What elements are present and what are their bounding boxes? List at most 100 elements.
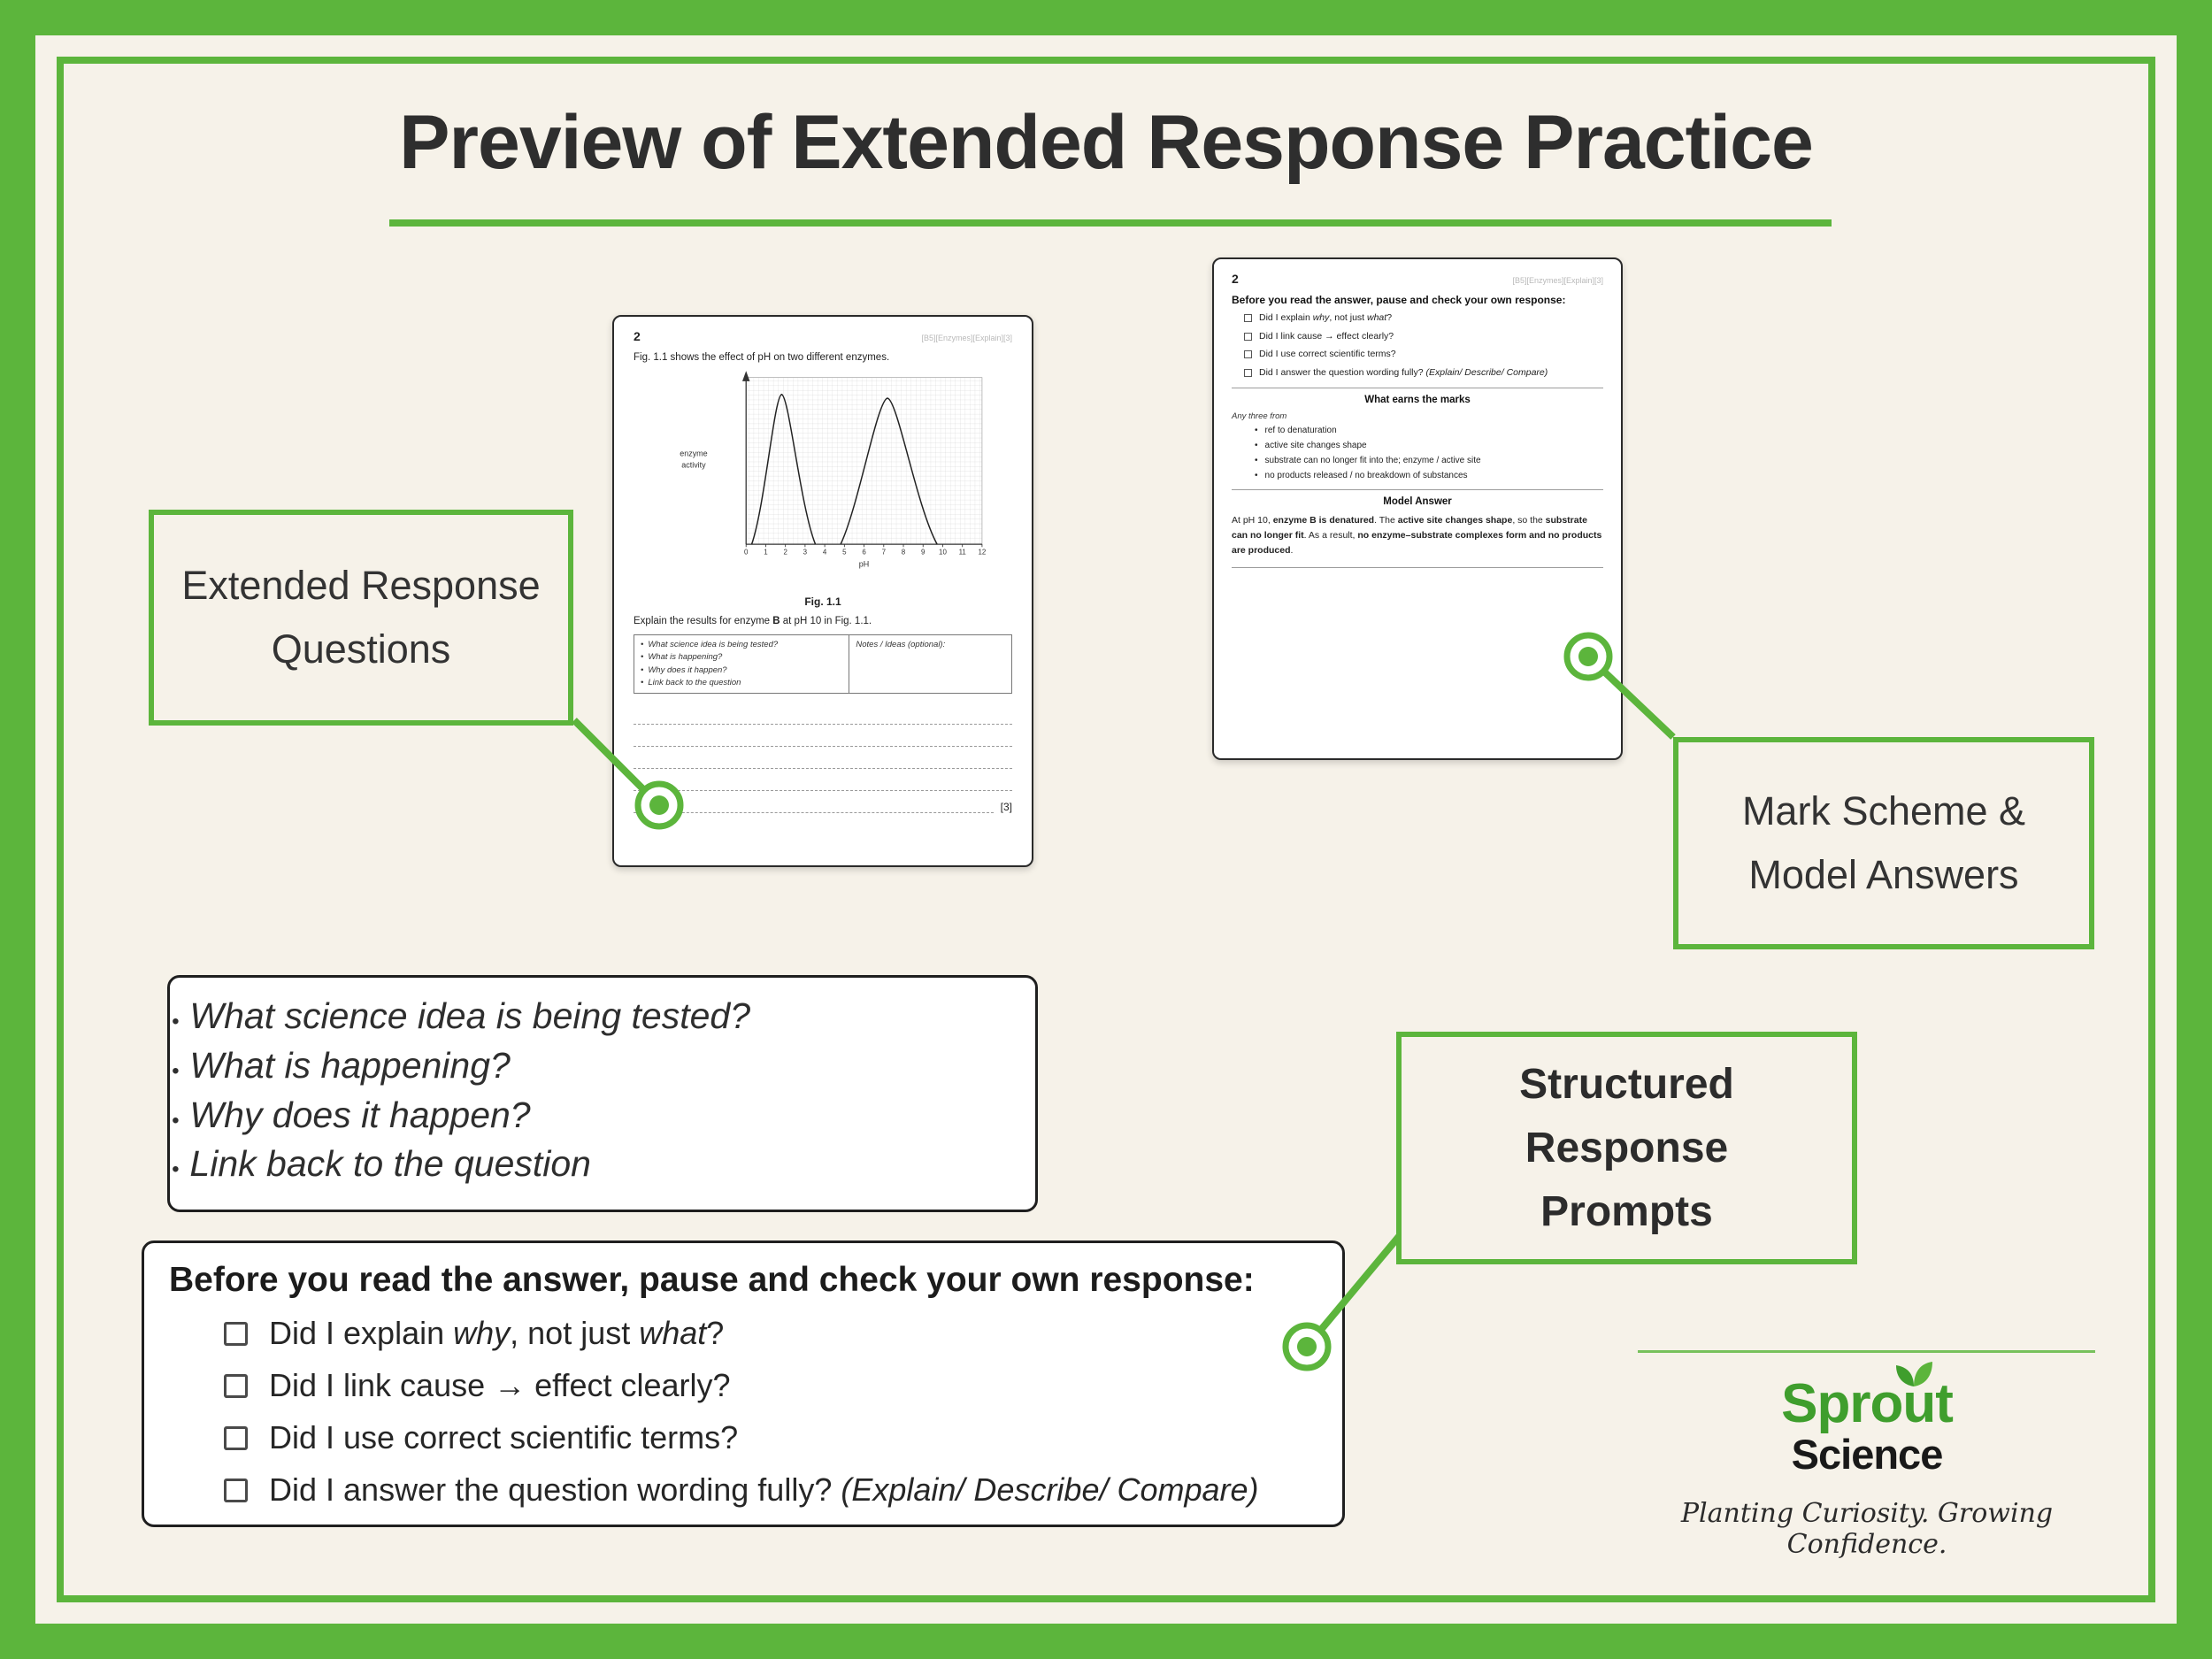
- self-check-text: Did I answer the question wording fully?…: [1259, 366, 1548, 378]
- checkbox-icon: [1244, 350, 1252, 359]
- x-tick-label: 4: [823, 549, 827, 557]
- marking-points-list: •ref to denaturation •active site change…: [1255, 425, 1603, 481]
- brand-divider: [1638, 1350, 2095, 1353]
- answer-line: [634, 747, 1012, 769]
- notes-cell: Notes / Ideas (optional):: [849, 634, 1012, 694]
- x-tick-label: 7: [882, 549, 886, 557]
- checklist-text: Did I explain why, not just what?: [269, 1315, 725, 1351]
- brand-tagline: Planting Curiosity. Growing Confidence.: [1680, 1498, 2054, 1560]
- checklist-text: Did I use correct scientific terms?: [269, 1419, 739, 1455]
- page-number: 2: [634, 329, 641, 343]
- self-check-text: Did I link cause → effect clearly?: [1259, 330, 1394, 342]
- brand-name-sprout: Sprout: [1781, 1362, 1954, 1432]
- checklist-text: Did I link cause → effect clearly?: [269, 1367, 731, 1403]
- x-tick-labels: 0 1 2 3 4 5 6 7 8 9 10 11 12: [744, 549, 986, 557]
- brand-name-science: Science: [1791, 1431, 1944, 1478]
- answer-line: [634, 769, 1012, 791]
- prompt-cell: •What science idea is being tested? • Wha…: [633, 634, 850, 694]
- checklist-item: Did I use correct scientific terms?: [224, 1419, 1317, 1456]
- marking-point: •ref to denaturation: [1255, 425, 1337, 435]
- answer-page-thumbnail: 2 [B5][Enzymes][Explain][3] Before you r…: [1212, 257, 1623, 760]
- x-tick-label: 0: [744, 549, 749, 557]
- checkbox-icon: [224, 1425, 248, 1450]
- prompt-text: Link back to the question: [189, 1143, 591, 1185]
- checkbox-icon: [224, 1321, 248, 1346]
- marks-available: [3]: [1000, 801, 1012, 813]
- sprout-leaf-icon: [1896, 1362, 1933, 1386]
- x-tick-label: 11: [959, 549, 967, 557]
- prompt-item: •What science idea is being tested?: [172, 992, 1026, 1041]
- question-tag: [B5][Enzymes][Explain][3]: [921, 334, 1012, 342]
- callout-text: Extended Response: [181, 563, 541, 608]
- prompt-item: •What science idea is being tested?: [641, 639, 842, 651]
- checkbox-icon: [224, 1478, 248, 1502]
- y-axis-label-line1: enzyme: [680, 449, 707, 458]
- marks-section-intro: Any three from: [1232, 411, 1287, 421]
- self-check-text: Did I explain why, not just what?: [1259, 312, 1393, 323]
- callout-text: Prompts: [1540, 1187, 1713, 1235]
- prompt-item: • Link back to the question: [172, 1140, 1026, 1189]
- marks-section-title: What earns the marks: [1364, 394, 1471, 405]
- title-underline: [389, 219, 1832, 227]
- prompt-text: What is happening?: [648, 652, 723, 663]
- question-tag: [B5][Enzymes][Explain][3]: [1512, 276, 1603, 285]
- model-answer-text: At pH 10, enzyme B is denatured. The act…: [1232, 514, 1602, 557]
- prompt-text: What is happening?: [189, 1044, 511, 1086]
- callout-mark-scheme-model-answers: Mark Scheme & Model Answers: [1673, 737, 2094, 949]
- y-axis-arrow: [741, 371, 750, 381]
- x-tick-label: 2: [783, 549, 787, 557]
- self-check-title: Before you read the answer, pause and ch…: [1232, 294, 1566, 306]
- prompt-item: • What is happening?: [172, 1041, 1026, 1091]
- callout-text: Structured: [1519, 1060, 1734, 1108]
- x-tick-label: 10: [939, 549, 947, 557]
- answer-line-with-marks: [3]: [634, 791, 1012, 813]
- answer-line: [634, 725, 1012, 747]
- callout-text: Response: [1525, 1124, 1729, 1171]
- x-axis-label: pH: [859, 559, 870, 568]
- x-tick-label: 5: [842, 549, 847, 557]
- figure-caption: Fig. 1.1: [804, 595, 841, 608]
- answer-page-header: 2 [B5][Enzymes][Explain][3]: [1232, 272, 1603, 286]
- graph-container: 0 1 2 3 4 5 6 7 8 9 10 11 12 enzyme acti…: [634, 366, 1012, 608]
- bullet-icon: •: [1255, 440, 1258, 450]
- prompt-text: Link back to the question: [648, 677, 741, 687]
- bullet-icon: •: [172, 1058, 180, 1083]
- marking-point: •substrate can no longer fit into the; e…: [1255, 455, 1481, 465]
- checkbox-icon: [1244, 368, 1252, 377]
- self-check-item: Did I explain why, not just what?: [1244, 312, 1603, 325]
- callout-text: Questions: [271, 626, 451, 672]
- answer-lines: [3]: [634, 703, 1012, 813]
- checklist-title: Before you read the answer, pause and ch…: [169, 1261, 1255, 1299]
- checkbox-icon: [224, 1373, 248, 1398]
- bullet-icon: •: [1255, 425, 1258, 435]
- model-answer-title: Model Answer: [1383, 495, 1452, 507]
- section-divider: [1232, 566, 1603, 568]
- answer-line: [634, 703, 1012, 725]
- enzyme-a-curve: [750, 393, 817, 545]
- bullet-icon: •: [641, 652, 644, 663]
- checklist-item: Did I answer the question wording fully?…: [224, 1471, 1317, 1509]
- bullet-icon: •: [172, 1157, 180, 1182]
- bullet-icon: •: [641, 640, 644, 649]
- self-check-text: Did I use correct scientific terms?: [1259, 349, 1396, 360]
- bullet-icon: •: [641, 677, 644, 687]
- bullet-icon: •: [172, 1108, 180, 1133]
- bullet-icon: •: [172, 1010, 180, 1033]
- brand-block: Sprout Science Planting Curiosity. Growi…: [1637, 1362, 2097, 1560]
- bullet-icon: •: [1255, 455, 1258, 465]
- x-tick-marks: [745, 544, 983, 548]
- marking-point: •no products released / no breakdown of …: [1255, 470, 1468, 480]
- prompt-item: •Why does it happen?: [641, 664, 842, 677]
- bullet-icon: •: [641, 664, 644, 675]
- callout-extended-response-questions: Extended Response Questions: [149, 510, 573, 726]
- prompt-text: Why does it happen?: [189, 1094, 531, 1135]
- x-tick-label: 1: [764, 549, 768, 557]
- prompt-item: • Link back to the question: [641, 677, 842, 689]
- scaffold-table: •What science idea is being tested? • Wha…: [633, 634, 1012, 694]
- question-page-thumbnail: 2 [B5][Enzymes][Explain][3] Fig. 1.1 sho…: [612, 315, 1033, 867]
- self-check-item: Did I answer the question wording fully?…: [1244, 367, 1603, 380]
- enzyme-ph-graph: 0 1 2 3 4 5 6 7 8 9 10 11 12 enzyme acti…: [680, 371, 986, 568]
- x-tick-label: 6: [862, 549, 866, 557]
- prompt-item: • Why does it happen?: [172, 1091, 1026, 1141]
